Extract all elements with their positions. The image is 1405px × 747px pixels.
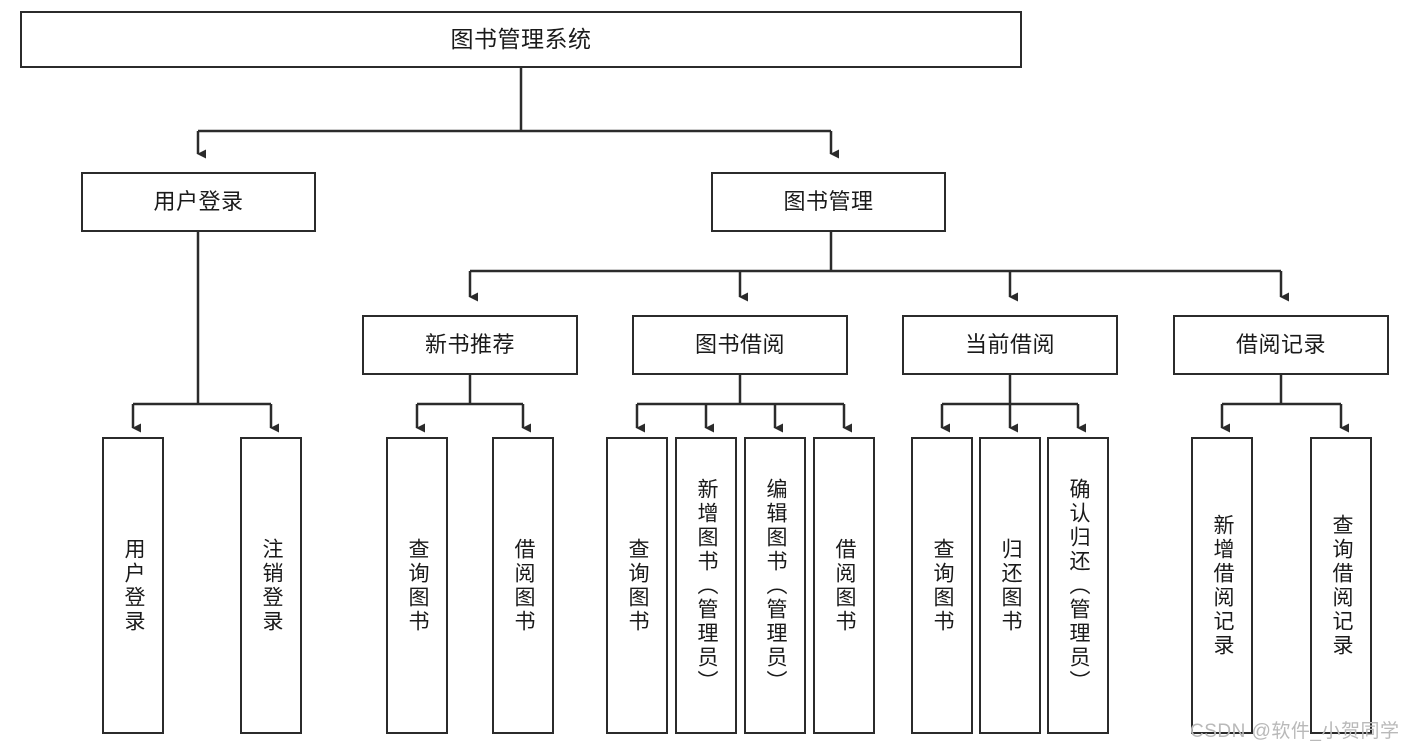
- node-leaf-logout-login[interactable]: 注销登录: [240, 437, 302, 734]
- node-leaf-query-book-1[interactable]: 查询图书: [386, 437, 448, 734]
- node-label: 借阅图书: [512, 537, 536, 634]
- node-leaf-user-login[interactable]: 用户登录: [102, 437, 164, 734]
- node-book-management[interactable]: 图书管理: [711, 172, 946, 232]
- node-label: 新增借阅记录: [1211, 513, 1235, 658]
- node-leaf-query-record[interactable]: 查询借阅记录: [1310, 437, 1372, 734]
- node-label: 用户登录: [153, 189, 244, 215]
- node-leaf-edit-book[interactable]: 编辑图书（管理员）: [744, 437, 806, 734]
- node-leaf-query-book-3[interactable]: 查询图书: [911, 437, 973, 734]
- node-label: 用户登录: [122, 537, 146, 634]
- node-leaf-return-book[interactable]: 归还图书: [979, 437, 1041, 734]
- node-label: 查询借阅记录: [1330, 513, 1354, 658]
- node-label: 借阅图书: [833, 537, 857, 634]
- node-root-book-management-system[interactable]: 图书管理系统: [20, 11, 1022, 68]
- node-label: 查询图书: [626, 537, 650, 634]
- node-label: 查询图书: [931, 537, 955, 634]
- node-label: 编辑图书（管理员）: [764, 477, 788, 694]
- node-leaf-query-book-2[interactable]: 查询图书: [606, 437, 668, 734]
- node-leaf-add-book[interactable]: 新增图书（管理员）: [675, 437, 737, 734]
- node-label: 查询图书: [406, 537, 430, 634]
- node-label: 新增图书（管理员）: [695, 477, 719, 694]
- node-label: 图书管理: [783, 189, 874, 215]
- node-label: 新书推荐: [424, 332, 515, 358]
- node-label: 当前借阅: [964, 332, 1055, 358]
- node-leaf-confirm-return[interactable]: 确认归还（管理员）: [1047, 437, 1109, 734]
- node-label: 归还图书: [999, 537, 1023, 634]
- node-label: 注销登录: [260, 537, 284, 634]
- node-label: 确认归还（管理员）: [1067, 477, 1091, 694]
- node-label: 图书管理系统: [450, 25, 592, 52]
- node-user-login[interactable]: 用户登录: [81, 172, 316, 232]
- csdn-watermark: CSDN @软件_小贺同学: [1190, 721, 1400, 742]
- node-new-book-recommend[interactable]: 新书推荐: [362, 315, 578, 375]
- node-leaf-borrow-book-2[interactable]: 借阅图书: [813, 437, 875, 734]
- node-leaf-add-record[interactable]: 新增借阅记录: [1191, 437, 1253, 734]
- node-current-borrow[interactable]: 当前借阅: [902, 315, 1118, 375]
- node-borrow-record[interactable]: 借阅记录: [1173, 315, 1389, 375]
- node-label: 借阅记录: [1235, 332, 1326, 358]
- node-leaf-borrow-book-1[interactable]: 借阅图书: [492, 437, 554, 734]
- node-book-borrow[interactable]: 图书借阅: [632, 315, 848, 375]
- node-label: 图书借阅: [694, 332, 785, 358]
